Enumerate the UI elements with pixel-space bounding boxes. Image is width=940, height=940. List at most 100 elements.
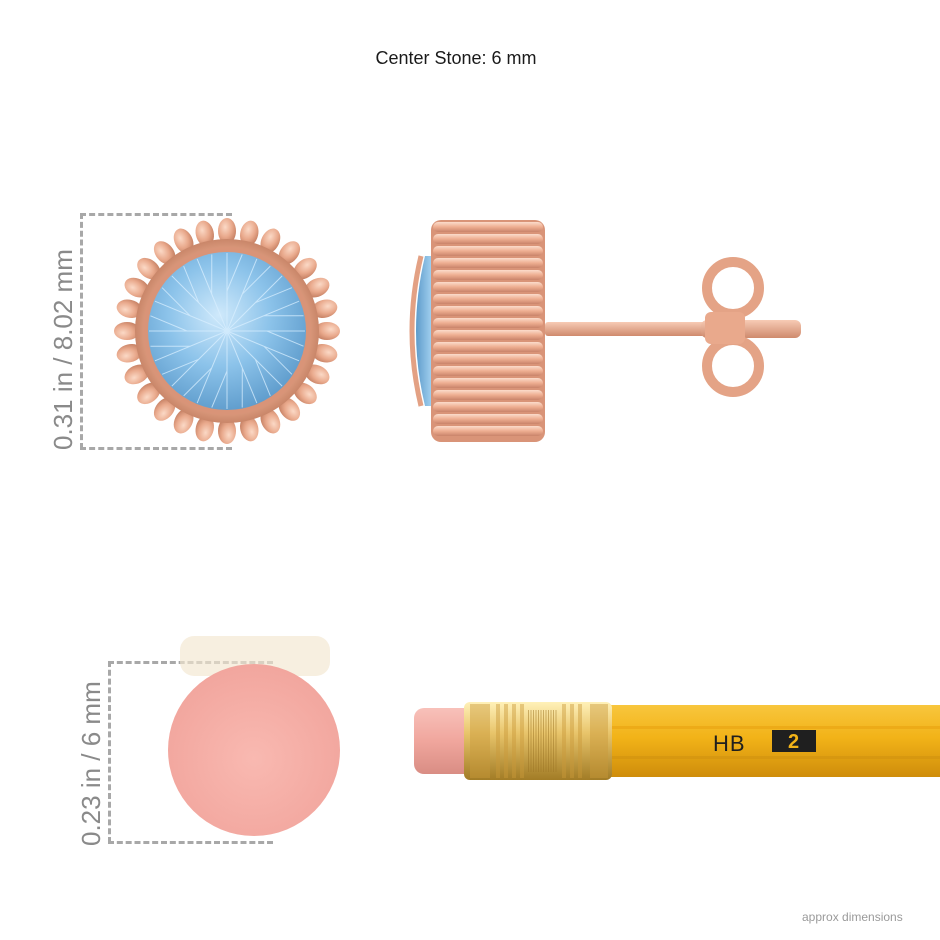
stone-facet	[211, 331, 228, 409]
halo-bead	[195, 220, 214, 247]
stone-facet	[196, 254, 228, 332]
halo-bead	[195, 415, 214, 442]
halo-bead	[311, 299, 338, 318]
stone-facets	[149, 253, 305, 409]
bezel-ridge	[433, 390, 543, 400]
bezel-ridge	[433, 378, 543, 388]
center-stone-title: Center Stone: 6 mm	[375, 48, 537, 68]
ferrule-knurl	[555, 710, 557, 772]
earring-post	[545, 322, 705, 336]
halo-bead	[218, 418, 236, 444]
ferrule-knurl	[553, 710, 554, 772]
bezel-ridge	[433, 306, 543, 316]
ferrule-knurl	[538, 710, 539, 772]
bezel-ridge	[433, 234, 543, 244]
eraser-vertical-dimension-line	[108, 661, 111, 843]
halo-bead	[260, 228, 281, 254]
halo-bead	[124, 364, 150, 385]
pencil-grade-text: HB	[713, 731, 746, 756]
stone-facet	[183, 330, 228, 404]
stone-facet	[227, 330, 305, 347]
eraser-diameter-label: 0.23 in / 6 mm	[76, 681, 106, 846]
halo-bead	[114, 322, 140, 340]
halo-bead	[137, 257, 161, 280]
bezel-ridge	[433, 246, 543, 256]
ferrule-band	[590, 704, 608, 778]
halo-bead	[311, 344, 338, 363]
bezel-ridges	[433, 222, 543, 436]
halo-bead	[260, 408, 281, 434]
ferrule-band	[512, 704, 516, 778]
eraser-disc	[168, 664, 340, 836]
halo-bead	[116, 344, 143, 363]
stone-facet	[226, 275, 293, 332]
eraser-front-view	[168, 636, 340, 836]
ferrule-knurl	[543, 710, 544, 772]
halo-bead	[137, 382, 161, 405]
earring-front-view	[114, 218, 340, 444]
bezel-ridge	[433, 342, 543, 352]
earring-height-label: 0.31 in / 8.02 mm	[48, 249, 78, 450]
bezel-ridge	[433, 366, 543, 376]
pencil-facet-edge	[610, 756, 940, 759]
ferrule-knurl	[545, 710, 547, 772]
stone-facet	[226, 330, 300, 375]
ferrule-band	[578, 704, 582, 778]
ferrule-band	[562, 704, 566, 778]
bezel-ridge	[433, 270, 543, 280]
halo-bead	[240, 220, 259, 247]
earring-back-upper-loop	[702, 257, 764, 319]
ferrule-knurl	[530, 710, 532, 772]
ferrule-knurl	[548, 710, 549, 772]
stone-facet	[149, 315, 227, 332]
bezel-ridge	[433, 426, 543, 436]
pencil-facet-edge	[610, 726, 940, 729]
ferrule-knurl	[528, 710, 529, 772]
ferrule-knurl	[533, 710, 534, 772]
ferrule-ghost	[180, 636, 330, 676]
approx-dimensions-note: approx dimensions	[802, 910, 903, 924]
halo-bead	[218, 218, 236, 244]
stone-facet	[150, 330, 228, 362]
ferrule-band	[520, 704, 524, 778]
ferrule-band	[570, 704, 574, 778]
ferrule-bands	[470, 704, 608, 778]
halo-bead	[278, 241, 301, 265]
bezel-ridge	[433, 354, 543, 364]
halo-bead	[153, 241, 176, 265]
bezel-ridge	[433, 402, 543, 412]
stone-facet	[226, 258, 271, 332]
earring-vertical-dimension-line	[80, 213, 83, 449]
earring-back-center	[705, 312, 745, 344]
bezel-ridge	[433, 258, 543, 268]
halo-bead	[278, 397, 301, 421]
ferrule-knurl	[540, 710, 542, 772]
halo-bead	[304, 277, 330, 298]
ferrule-band	[496, 704, 500, 778]
stone-facet	[226, 330, 283, 397]
halo-bead	[173, 408, 194, 434]
stone-facet	[161, 330, 228, 387]
pencil-number-text: 2	[788, 731, 800, 753]
halo-bead	[124, 277, 150, 298]
stone-facet	[226, 253, 243, 331]
stone-facet	[154, 287, 228, 332]
stone-facet	[226, 330, 258, 408]
halo-bead	[293, 382, 317, 405]
ferrule-band	[470, 704, 490, 778]
side-bezel-edge	[409, 255, 424, 407]
halo-bead	[304, 364, 330, 385]
beaded-halo	[114, 218, 340, 444]
bezel-ridge	[433, 222, 543, 232]
earring-side-view	[409, 220, 801, 442]
side-stone	[416, 256, 433, 406]
halo-bead	[153, 397, 176, 421]
stone-facet	[226, 300, 304, 332]
eraser-bottom-dimension-line	[108, 841, 273, 844]
earring-top-dimension-line	[80, 213, 232, 216]
ferrule-knurl	[550, 710, 552, 772]
earring-back-lower-loop	[702, 335, 764, 397]
pencil	[414, 702, 940, 780]
halo-bead	[173, 228, 194, 254]
earring-bottom-dimension-line	[80, 447, 232, 450]
